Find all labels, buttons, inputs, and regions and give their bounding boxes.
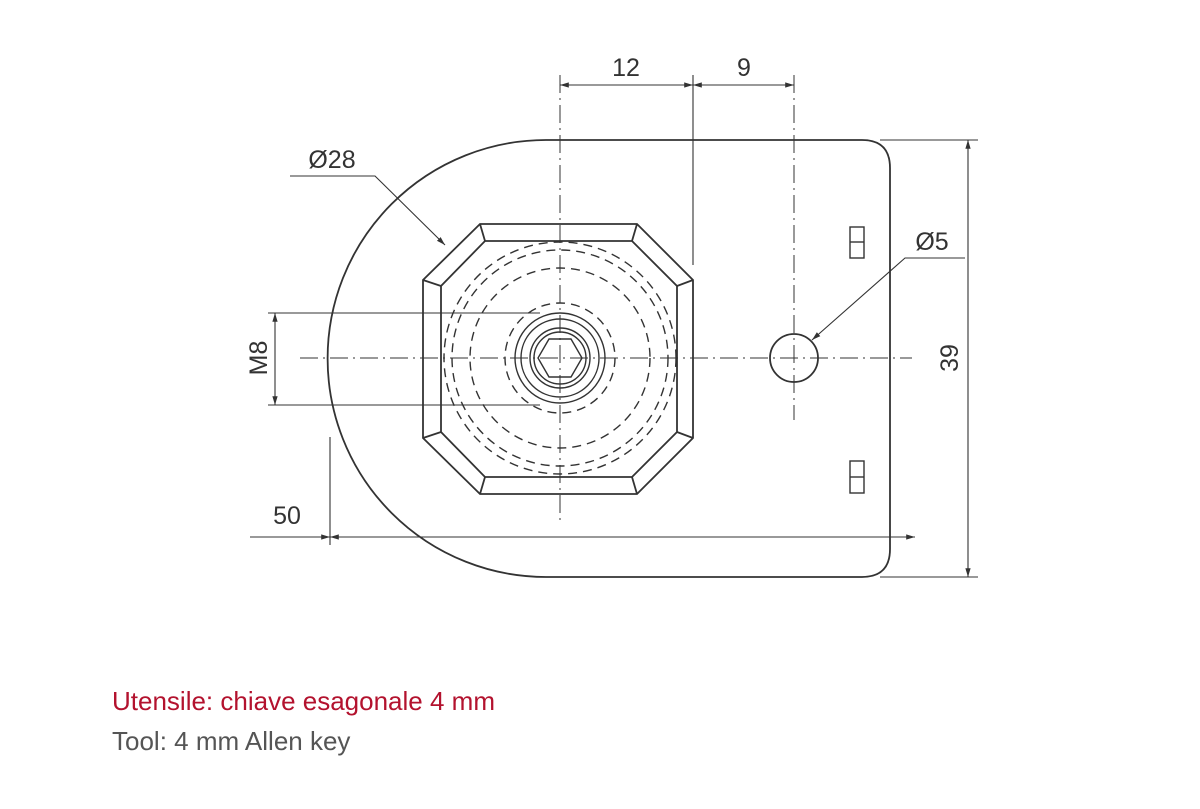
hole-5mm: [769, 333, 819, 383]
dim-39: 39: [936, 344, 964, 372]
dim-m8: M8: [245, 341, 273, 376]
caption-english: Tool: 4 mm Allen key: [112, 726, 351, 756]
dim-diameter-5: Ø5: [915, 228, 948, 256]
dim-50: 50: [273, 502, 301, 530]
octagonal-base: [422, 223, 694, 495]
dimension-lines: [250, 75, 978, 578]
dim-12: 12: [612, 54, 640, 82]
hex-socket-icon: [537, 338, 583, 378]
hidden-circles: [443, 241, 677, 475]
plate-outline: [326, 139, 891, 578]
screw-head: [514, 312, 606, 404]
dim-diameter-28: Ø28: [308, 146, 355, 174]
caption-italian: Utensile: chiave esagonale 4 mm: [112, 686, 495, 716]
dim-9: 9: [737, 54, 751, 82]
slot-marks: [849, 226, 865, 494]
